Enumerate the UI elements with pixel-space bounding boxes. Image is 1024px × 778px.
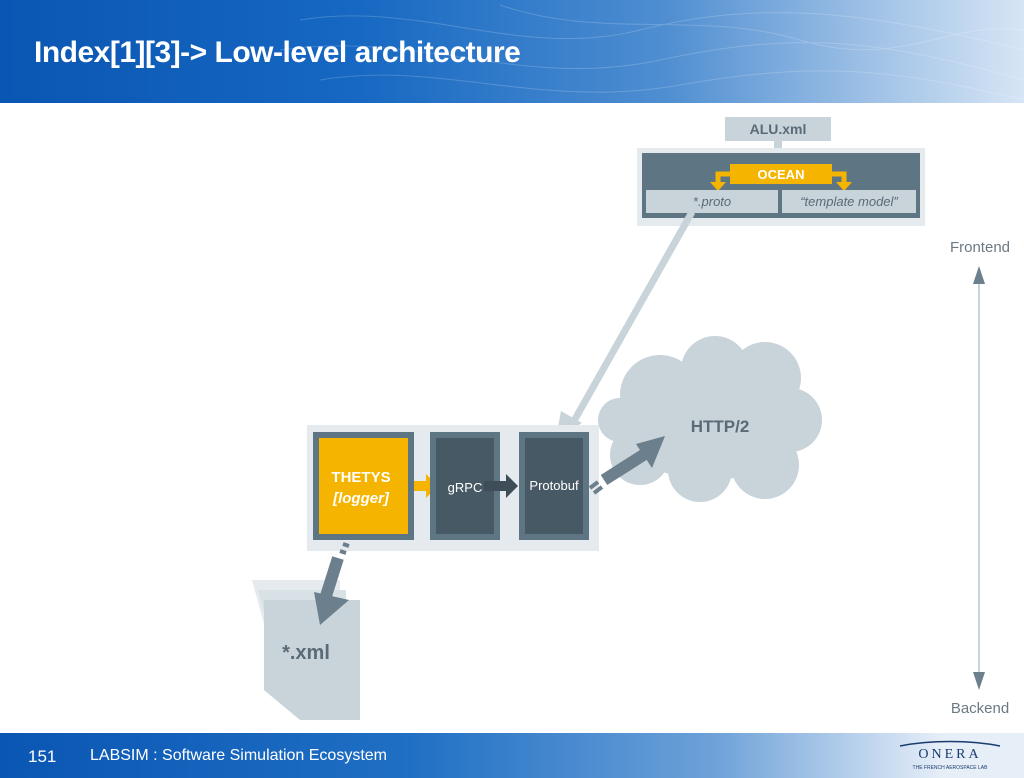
thetys-to-xml-arrow — [314, 542, 350, 625]
thetys-label: THETYS — [331, 469, 390, 486]
frontend-arrowhead — [973, 266, 985, 284]
header-wave-pattern — [279, 4, 1024, 101]
frontend-label: Frontend — [950, 239, 1010, 256]
slide-header: Index[1][3]-> Low-level architecture — [0, 0, 1024, 103]
ocean-panel: OCEAN *.proto “template model” — [637, 148, 925, 226]
alu-xml-label: ALU.xml — [750, 121, 807, 137]
alu-xml-box: ALU.xml — [725, 117, 831, 141]
ocean-box — [730, 164, 832, 184]
logger-label: [logger] — [332, 490, 390, 507]
http2-label: HTTP/2 — [691, 417, 750, 436]
backend-arrowhead — [973, 672, 985, 690]
footer-text: LABSIM : Software Simulation Ecosystem — [90, 747, 387, 764]
http2-cloud: HTTP/2 — [598, 336, 822, 502]
protobuf-label: Protobuf — [529, 478, 579, 493]
grpc-to-protobuf-arrow — [484, 474, 518, 498]
template-model-label: “template model” — [800, 194, 898, 209]
page-number: 151 — [28, 747, 57, 766]
frontend-backend-axis: Frontend Backend — [950, 239, 1010, 717]
page-title: Index[1][3]-> Low-level architecture — [34, 36, 521, 69]
onera-logo: ONERA THE FRENCH AEROSPACE LAB — [899, 740, 1001, 771]
logo-tagline: THE FRENCH AEROSPACE LAB — [913, 765, 989, 771]
backend-label: Backend — [951, 700, 1009, 717]
proto-label: *.proto — [693, 194, 731, 209]
component-panel: THETYS [logger] gRPC Protobuf — [307, 425, 599, 551]
slide-footer: 151 LABSIM : Software Simulation Ecosyst… — [0, 733, 1024, 778]
proto-box — [646, 190, 778, 213]
template-model-box — [782, 190, 916, 213]
protobuf-to-http2-arrow — [588, 436, 665, 495]
ocean-right-arrow — [832, 171, 847, 184]
ocean-left-arrow — [715, 171, 730, 184]
xml-file-label: *.xml — [282, 642, 330, 664]
logo-name: ONERA — [918, 747, 981, 762]
grpc-label: gRPC — [448, 480, 483, 495]
ocean-label: OCEAN — [758, 167, 805, 182]
